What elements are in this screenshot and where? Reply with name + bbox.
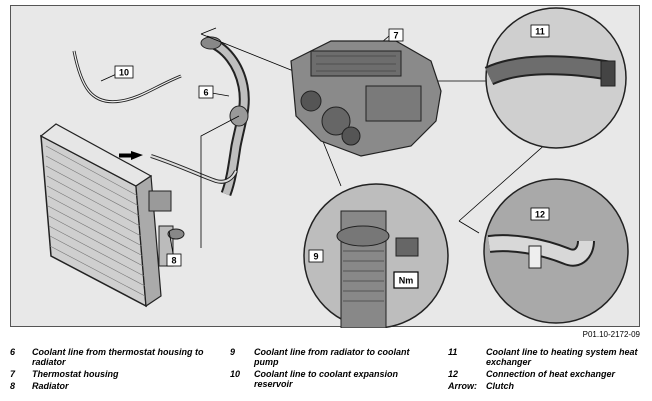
- clutch-arrow: [131, 151, 143, 160]
- legend-number: 7: [10, 369, 16, 379]
- legend-number: Arrow:: [448, 381, 477, 391]
- legend-item-7: 7 Thermostat housing: [10, 369, 225, 379]
- legend-column-3: 11 Coolant line to heating system heat e…: [448, 347, 642, 393]
- legend-item-9: 9 Coolant line from radiator to coolant …: [230, 347, 430, 367]
- callout-8: 8: [166, 253, 182, 267]
- legend-number: 6: [10, 347, 16, 357]
- callout-10: 10: [114, 65, 134, 79]
- legend-number: 10: [230, 369, 241, 379]
- legend-item-12: 12 Connection of heat exchanger: [448, 369, 642, 379]
- torque-badge: Nm: [393, 271, 419, 289]
- diagram-figure: 10 6 7 8 9 11 12 Nm: [10, 5, 640, 328]
- legend-number: 12: [448, 369, 459, 379]
- svg-text:12: 12: [535, 210, 545, 220]
- legend-number: 8: [10, 381, 16, 391]
- callout-7: 7: [388, 28, 404, 42]
- detail-circle-11: [484, 7, 627, 149]
- callout-11: 11: [530, 24, 550, 38]
- legend-text: Radiator: [32, 381, 69, 391]
- svg-text:8: 8: [171, 256, 176, 266]
- detail-circle-9: [303, 183, 449, 328]
- legend-column-1: 6 Coolant line from thermostat housing t…: [10, 347, 225, 393]
- legend-text: Coolant line to heating system heat exch…: [486, 347, 638, 367]
- svg-text:10: 10: [119, 68, 129, 78]
- svg-text:9: 9: [313, 252, 318, 262]
- legend-text: Coolant line to coolant expansion reserv…: [254, 369, 399, 389]
- legend-text: Thermostat housing: [32, 369, 119, 379]
- svg-text:6: 6: [203, 88, 208, 98]
- callout-6: 6: [198, 85, 214, 99]
- legend-column-2: 9 Coolant line from radiator to coolant …: [230, 347, 430, 391]
- svg-text:11: 11: [535, 27, 545, 37]
- callout-9: 9: [308, 249, 324, 263]
- legend-item-arrow: Arrow: Clutch: [448, 381, 642, 391]
- callout-12: 12: [530, 207, 550, 221]
- diagram-canvas: 10 6 7 8 9 11 12 Nm: [39, 7, 629, 328]
- detail-circle-12: [483, 178, 629, 324]
- legend-item-6: 6 Coolant line from thermostat housing t…: [10, 347, 225, 367]
- legend-text: Clutch: [486, 381, 514, 391]
- legend-text: Coolant line from thermostat housing to …: [32, 347, 204, 367]
- legend-text: Connection of heat exchanger: [486, 369, 616, 379]
- svg-text:Nm: Nm: [399, 276, 414, 286]
- svg-text:7: 7: [393, 31, 398, 41]
- legend-item-8: 8 Radiator: [10, 381, 225, 391]
- legend-text: Coolant line from radiator to coolant pu…: [254, 347, 410, 367]
- radiator: [39, 123, 185, 308]
- engine: [290, 40, 442, 157]
- legend-item-11: 11 Coolant line to heating system heat e…: [448, 347, 642, 367]
- legend-item-10: 10 Coolant line to coolant expansion res…: [230, 369, 430, 389]
- figure-reference: P01.10-2172-09: [582, 330, 640, 339]
- legend-number: 9: [230, 347, 236, 357]
- legend-number: 11: [448, 347, 458, 357]
